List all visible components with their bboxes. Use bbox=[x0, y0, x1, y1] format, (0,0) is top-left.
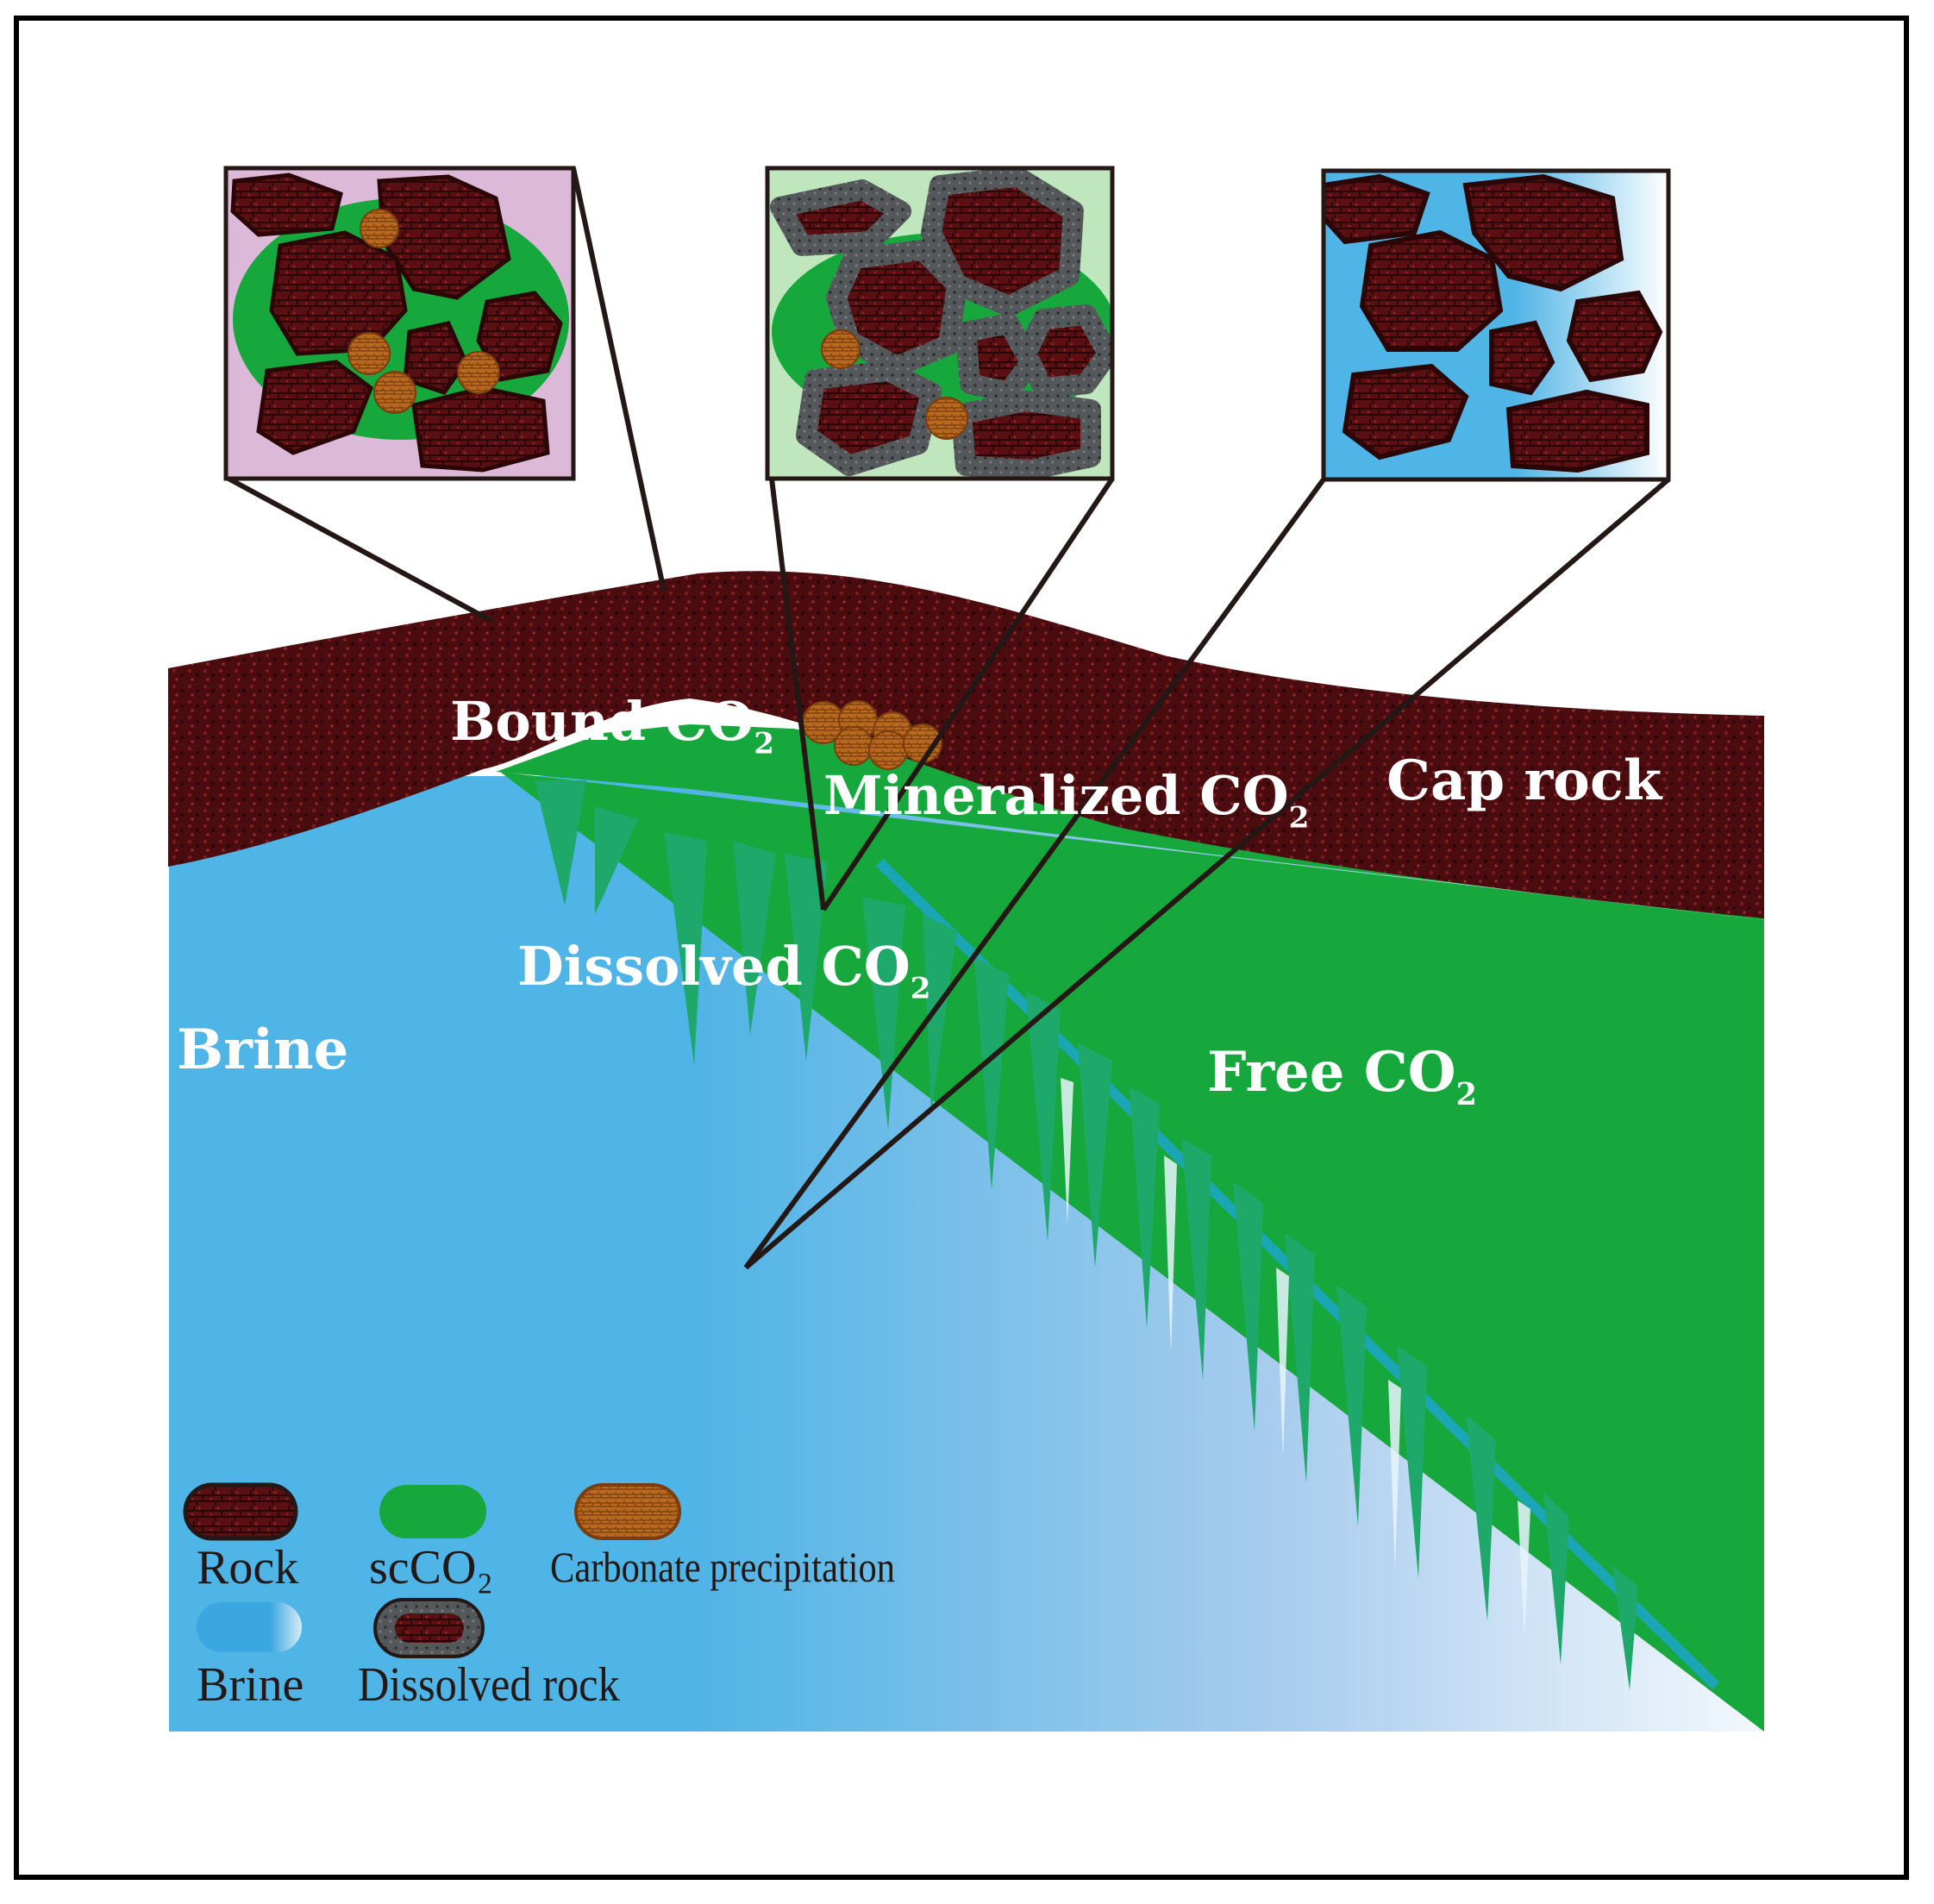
legend-swatch-scco2 bbox=[379, 1485, 486, 1538]
finger-highlights bbox=[1061, 1078, 1530, 1638]
label-free-co2: Free CO2 bbox=[1207, 1040, 1477, 1112]
legend-swatch-rock bbox=[183, 1482, 298, 1541]
free-co2-plume bbox=[500, 772, 1764, 1732]
legend-swatch-carbonate bbox=[574, 1483, 681, 1540]
label-dissolved-co2: Dissolved CO2 bbox=[517, 935, 931, 1006]
label-cap-rock: Cap rock bbox=[1386, 748, 1662, 813]
legend-label-brine: Brine bbox=[197, 1658, 304, 1712]
label-bound-co2: Bound CO2 bbox=[450, 690, 774, 761]
legend-label-scco2: scCO₂ bbox=[369, 1541, 493, 1594]
legend-swatch-dissolved-rock bbox=[373, 1598, 485, 1658]
inset-bound-co2 bbox=[223, 166, 576, 481]
figure-frame bbox=[14, 16, 1909, 1880]
carbonate-cluster bbox=[802, 700, 942, 770]
inset-mineralized-co2 bbox=[765, 166, 1115, 481]
legend-label-dissolved-rock: Dissolved rock bbox=[358, 1658, 620, 1712]
cap-rock-layer bbox=[168, 571, 1764, 918]
dissolved-co2-fingers bbox=[535, 780, 1638, 1690]
legend-label-rock: Rock bbox=[197, 1541, 299, 1594]
inset-leader-lines bbox=[227, 167, 1670, 1270]
label-mineralized-co2: Mineralized CO2 bbox=[823, 764, 1310, 836]
legend-swatch-brine bbox=[197, 1602, 302, 1652]
legend-label-carbonate: Carbonate precipitation bbox=[550, 1543, 896, 1591]
label-brine: Brine bbox=[177, 1018, 349, 1082]
inset-dissolved-co2 bbox=[1321, 168, 1671, 482]
